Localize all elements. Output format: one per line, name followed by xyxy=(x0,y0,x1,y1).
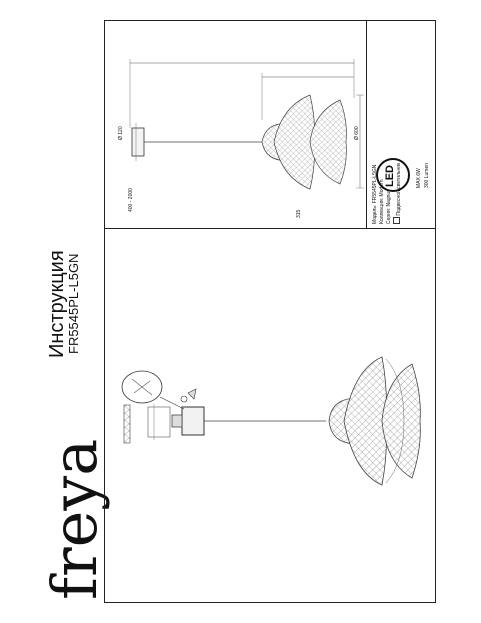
brand-logo: freya xyxy=(38,438,111,600)
dim-shade-height: 315 xyxy=(296,209,302,218)
info-collection-label: Коллекция: xyxy=(379,197,385,224)
lumen-value: 300 Lumen xyxy=(424,162,430,188)
content-frame xyxy=(104,20,436,603)
product-illustration xyxy=(121,356,421,486)
technical-drawing xyxy=(129,59,364,190)
pendant-icon xyxy=(393,217,400,224)
dim-diameter: Ø 600 xyxy=(354,126,360,140)
canopy-illustration xyxy=(171,406,205,436)
info-series-label: Серия: xyxy=(386,207,392,224)
mounting-detail xyxy=(123,388,197,444)
led-label: LED xyxy=(384,165,396,187)
dim-total-height: 400 - 2000 xyxy=(128,188,134,212)
info-model-label: Модель: xyxy=(372,204,378,224)
info-divider xyxy=(366,20,367,228)
max-power: MAX 6W xyxy=(416,168,422,188)
shade-cluster xyxy=(328,356,421,486)
section-divider xyxy=(104,228,436,229)
info-series-value: Nagnur xyxy=(386,190,392,207)
model-number: FR5545PL-L5GN xyxy=(66,253,81,354)
connection-detail xyxy=(121,370,185,410)
dim-canopy: Ø 120 xyxy=(118,126,124,140)
led-badge: LED xyxy=(376,158,410,192)
